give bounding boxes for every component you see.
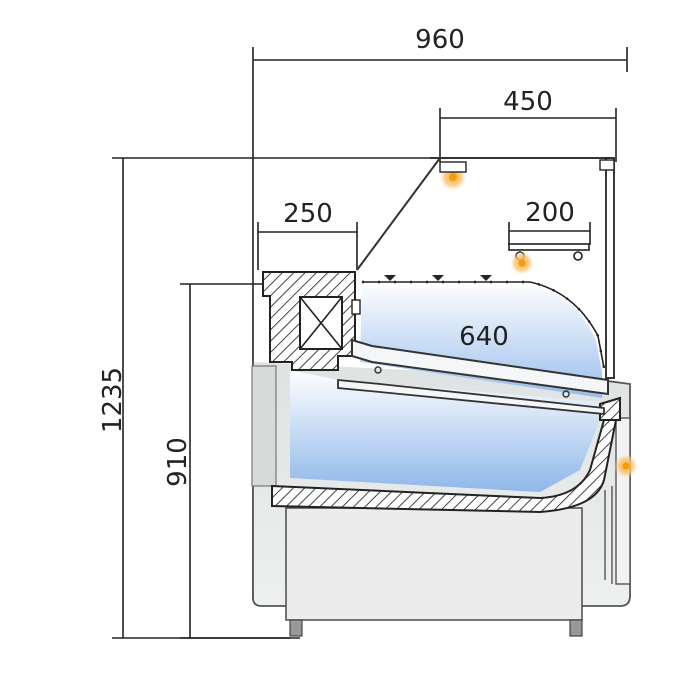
dimension-inner-shelf: 200 — [508, 198, 591, 245]
inner-shelf-label: 200 — [525, 198, 575, 228]
display-depth-label: 640 — [459, 322, 509, 352]
dimension-front-cover: 250 — [257, 199, 358, 270]
led-light-icon — [614, 454, 638, 478]
overall-height-label: 1235 — [98, 367, 128, 433]
insulation-walls — [262, 271, 621, 514]
led-light-icon — [439, 161, 467, 191]
display-shelves — [337, 157, 615, 415]
led-light-icon — [510, 251, 534, 275]
counter-height-label: 910 — [163, 437, 193, 487]
dimension-counter-height: 910 — [163, 283, 290, 639]
dimension-top-shelf: 450 — [439, 87, 617, 162]
top-shelf-label: 450 — [503, 87, 553, 117]
overall-depth-label: 960 — [415, 25, 465, 55]
front-cover-label: 250 — [283, 199, 333, 229]
